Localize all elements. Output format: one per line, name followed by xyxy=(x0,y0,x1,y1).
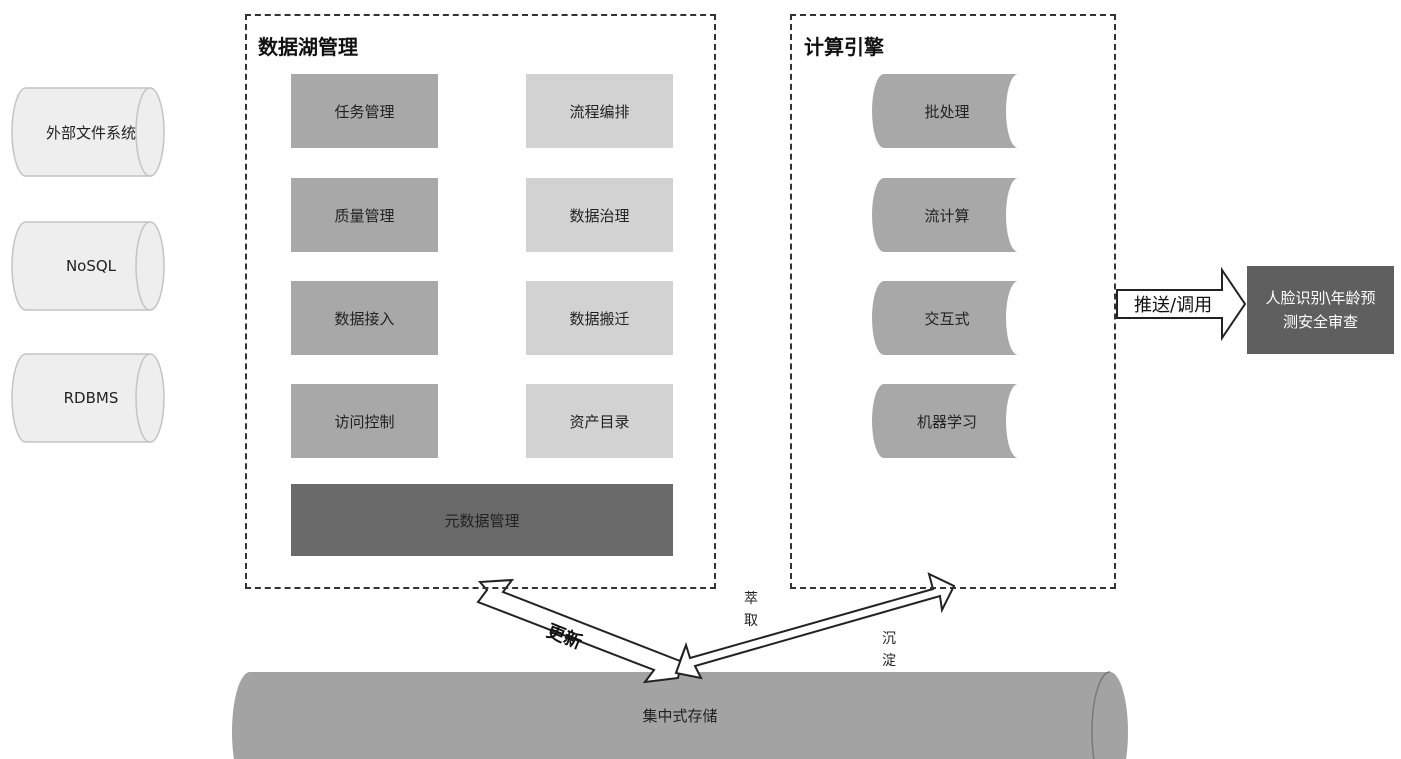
source-external-fs: 外部文件系统 xyxy=(45,123,136,142)
engine-drum-1 xyxy=(872,74,1018,148)
extract-settle-arrow xyxy=(674,572,956,680)
engine-drum-4 xyxy=(872,384,1018,458)
engine-title: 计算引擎 xyxy=(804,35,884,59)
lake-task-mgmt: 任务管理 xyxy=(291,74,438,148)
push-arrow xyxy=(1116,266,1247,342)
target-line-1: 人脸识别\年龄预 xyxy=(1265,289,1376,307)
engine-stream: 流计算 xyxy=(924,206,970,225)
lake-ingestion: 数据接入 xyxy=(291,281,438,355)
storage-cylinder xyxy=(232,671,1128,759)
push-label: 推送/调用 xyxy=(1134,295,1213,316)
engine-drum-2 xyxy=(872,178,1018,252)
extract-label-1: 萃 xyxy=(744,591,758,607)
lake-governance: 数据治理 xyxy=(526,178,673,252)
lake-access-control: 访问控制 xyxy=(291,384,438,458)
lake-title: 数据湖管理 xyxy=(258,35,358,59)
source-nosql: NoSQL xyxy=(65,257,117,275)
lake-quality-mgmt: 质量管理 xyxy=(291,178,438,252)
source-cylinder-3 xyxy=(11,353,165,443)
source-cylinder-1 xyxy=(11,87,165,177)
engine-batch: 批处理 xyxy=(924,102,970,121)
storage-label: 集中式存储 xyxy=(642,706,718,725)
settle-label-1: 沉 xyxy=(882,631,896,647)
target-box: 人脸识别\年龄预 测安全审查 xyxy=(1247,266,1394,354)
engine-panel xyxy=(790,14,1116,589)
lake-metadata-mgmt: 元数据管理 xyxy=(291,484,673,556)
source-cylinder-2 xyxy=(11,221,165,311)
lake-workflow: 流程编排 xyxy=(526,74,673,148)
lake-panel xyxy=(245,14,716,589)
extract-label-2: 取 xyxy=(744,613,758,629)
lake-asset-catalog: 资产目录 xyxy=(526,384,673,458)
engine-interactive: 交互式 xyxy=(924,309,970,328)
target-line-2: 测安全审查 xyxy=(1282,313,1358,331)
engine-drum-3 xyxy=(872,281,1018,355)
lake-migration: 数据搬迁 xyxy=(526,281,673,355)
source-rdbms: RDBMS xyxy=(63,389,119,407)
engine-ml: 机器学习 xyxy=(916,412,977,431)
settle-label-2: 淀 xyxy=(882,653,896,669)
